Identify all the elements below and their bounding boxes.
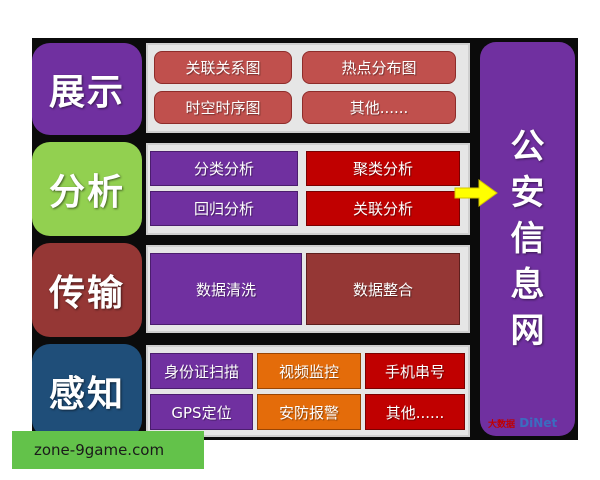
display-item: 关联关系图: [154, 51, 292, 84]
public-security-network-box: 公 安 信 息 网: [480, 42, 575, 436]
public-security-network-title: 公 安 信 息 网: [511, 124, 545, 354]
arrow-right-icon: [454, 179, 498, 207]
perception-item: 视频监控: [257, 353, 361, 389]
display-item: 热点分布图: [302, 51, 456, 84]
title-char: 息: [510, 265, 545, 305]
analysis-item: 聚类分析: [306, 151, 460, 186]
layer-analysis: 分析: [32, 142, 142, 236]
perception-item: 其他......: [365, 394, 465, 430]
layer-transport: 传输: [32, 243, 142, 337]
title-char: 信: [510, 219, 545, 259]
analysis-item: 分类分析: [150, 151, 298, 186]
display-item: 时空时序图: [154, 91, 292, 124]
perception-item: 手机串号: [365, 353, 465, 389]
brand-logo: 大数据 DiNet: [488, 416, 557, 430]
transport-item: 数据整合: [306, 253, 460, 325]
brand-d: D: [519, 416, 530, 430]
perception-item: 身份证扫描: [150, 353, 253, 389]
analysis-item: 关联分析: [306, 191, 460, 226]
transport-item: 数据清洗: [150, 253, 302, 325]
layer-display: 展示: [32, 43, 142, 135]
title-char: 安: [510, 173, 545, 213]
title-char: 网: [510, 311, 545, 351]
analysis-item: 回归分析: [150, 191, 298, 226]
brand-inet: iNet: [529, 416, 558, 430]
brand-cn: 大数据: [488, 420, 516, 430]
display-item: 其他......: [302, 91, 456, 124]
perception-item: 安防报警: [257, 394, 361, 430]
title-char: 公: [510, 127, 545, 167]
perception-item: GPS定位: [150, 394, 253, 430]
watermark: zone-9game.com: [12, 431, 204, 469]
layer-perception: 感知: [32, 344, 142, 438]
